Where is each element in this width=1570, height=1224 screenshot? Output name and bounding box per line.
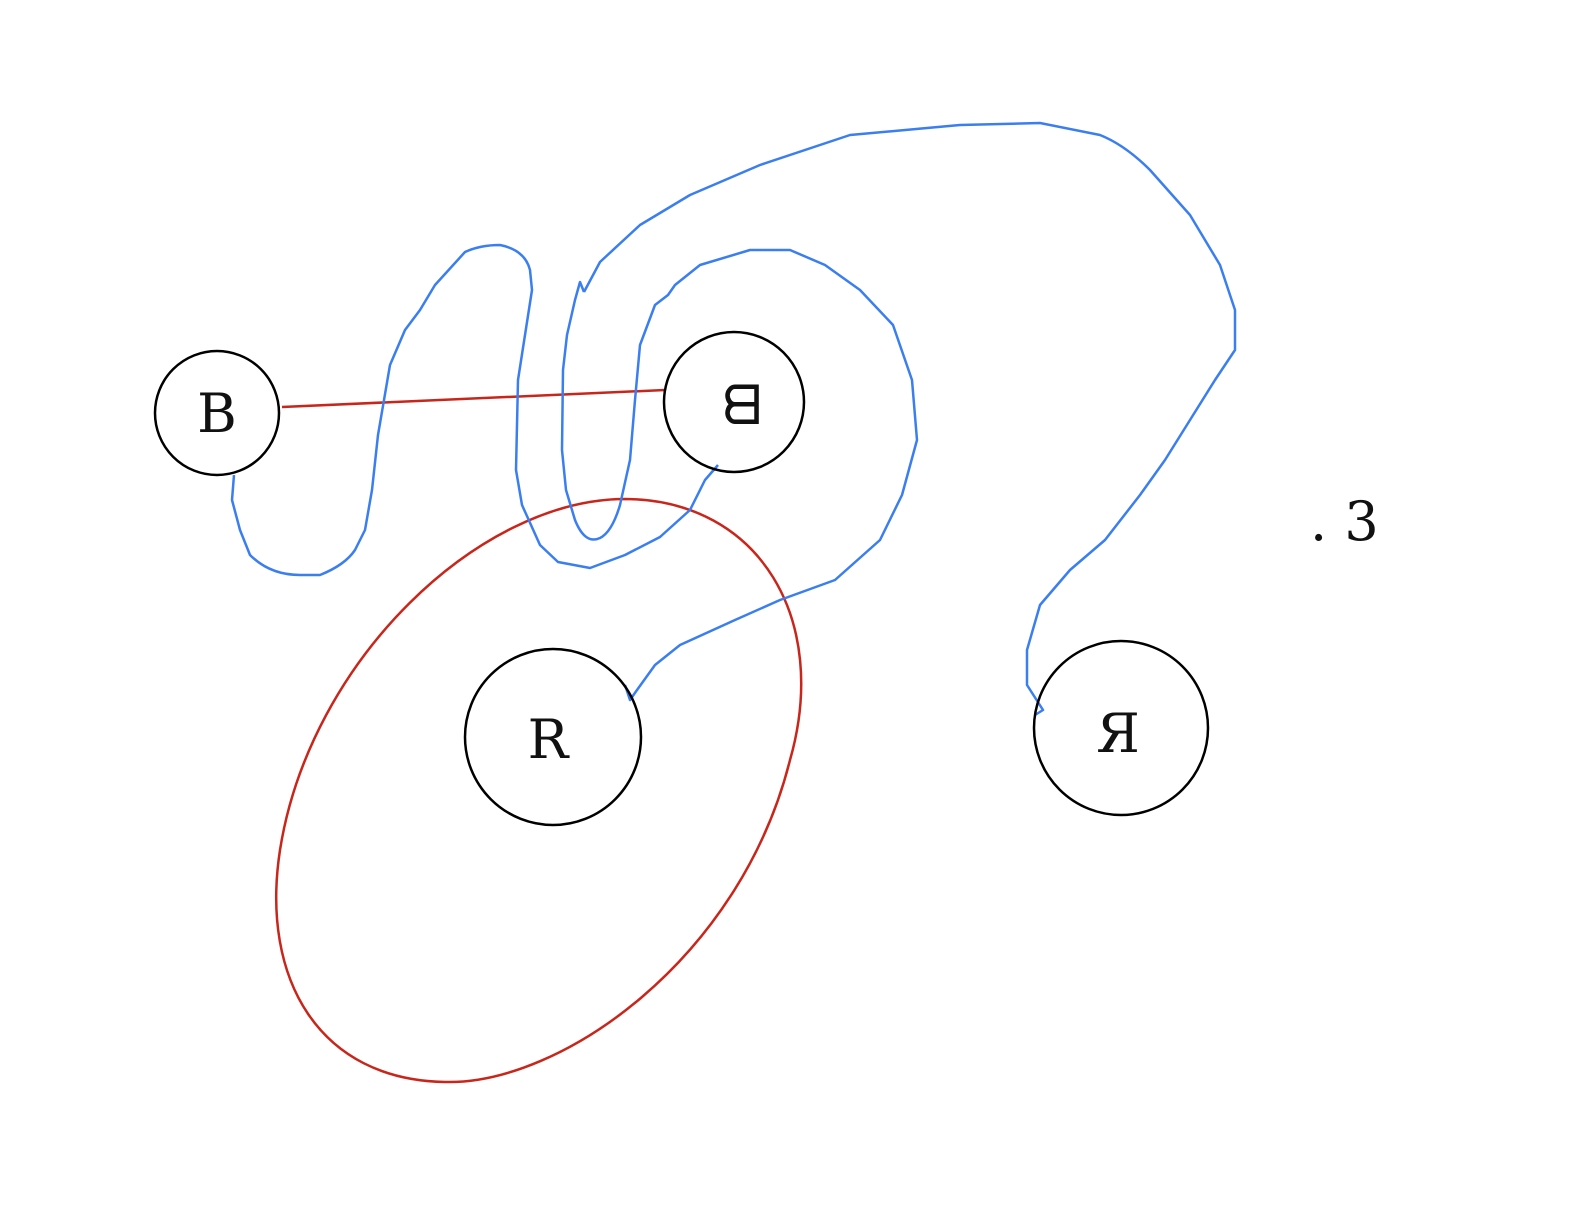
node-label: B	[197, 382, 237, 445]
red-edge-b-to-b2	[281, 388, 666, 409]
free-text-3: . 3	[1310, 490, 1379, 553]
node-label: R	[528, 708, 570, 771]
node-b: B	[153, 349, 281, 477]
red-ellipse	[275, 497, 803, 1084]
node-r: R	[463, 647, 643, 827]
node-mirrored-r: Я	[1032, 639, 1210, 817]
node-label: ᗺ	[723, 374, 762, 437]
node-mirrored-b: ᗺ	[662, 330, 806, 474]
node-label: Я	[1096, 702, 1140, 765]
blue-scribble-path	[230, 121, 1237, 717]
